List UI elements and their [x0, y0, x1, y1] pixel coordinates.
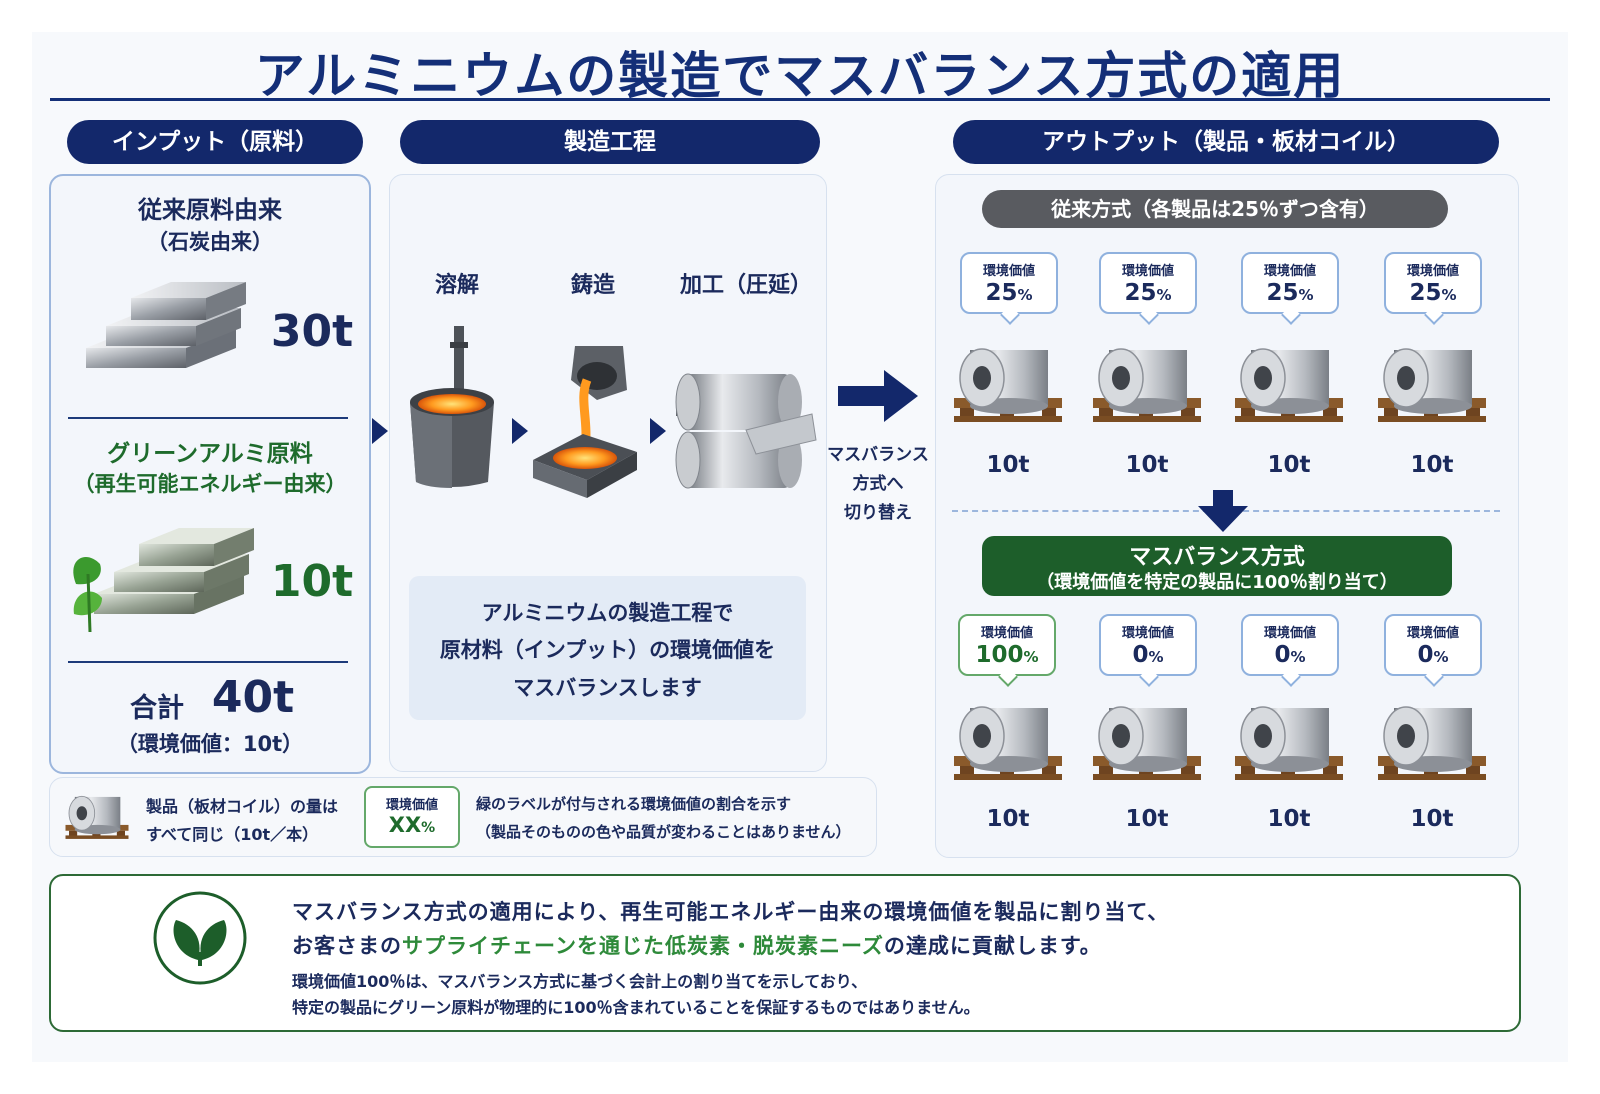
- footer-note-1: 環境価値100％は、マスバランス方式に基づく会計上の割り当てを示しており、: [292, 972, 868, 991]
- value-number: 25%: [1124, 280, 1172, 306]
- coil-icon: [1092, 706, 1202, 781]
- value-number: 25%: [1266, 280, 1314, 306]
- total-amount: 40t: [211, 672, 295, 723]
- value-number: 25%: [1409, 280, 1457, 306]
- title-underline: [50, 98, 1550, 101]
- input-divider-2: [68, 661, 348, 663]
- legend-note-1: 緑のラベルが付与される環境価値の割合を示す: [476, 795, 792, 813]
- header-output: アウトプット（製品・板材コイル）: [953, 120, 1499, 164]
- switch-label-1: マスバランス: [827, 445, 929, 465]
- coil-icon: [953, 348, 1063, 423]
- arrow-input-to-process: [372, 418, 388, 444]
- switch-label-2: 方式へ: [852, 474, 904, 494]
- coil-amount: 10t: [1267, 806, 1311, 832]
- value-label: 環境価値: [1406, 264, 1459, 279]
- conventional-source-label: 従来原料由来: [138, 196, 282, 224]
- footer-note-2: 特定の製品にグリーン原料が物理的に100％含まれていることを保証するものではあり…: [292, 998, 980, 1017]
- value-number: 100%: [975, 642, 1039, 668]
- green-ingot-icon: [73, 528, 254, 633]
- input-divider-1: [68, 417, 348, 419]
- conventional-amount: 30t: [270, 306, 354, 357]
- value-number: 0%: [1274, 642, 1306, 668]
- value-label: 環境価値: [982, 264, 1035, 279]
- process-note-line-1: アルミニウムの製造工程で: [481, 601, 734, 625]
- down-arrow-icon: [1198, 490, 1248, 532]
- casting-ladle-icon: [533, 346, 637, 498]
- process-note-line-2: 原材料（インプット）の環境価値を: [439, 638, 776, 662]
- value-number: 0%: [1132, 642, 1164, 668]
- coil-amount: 10t: [986, 452, 1030, 478]
- value-label: 環境価値: [1263, 626, 1316, 641]
- header-process: 製造工程: [400, 120, 820, 164]
- value-label: 環境価値: [1263, 264, 1316, 279]
- step-casting-label: 鋳造: [570, 273, 615, 298]
- process-note-line-3: マスバランスします: [513, 676, 702, 700]
- switch-arrow-icon: [838, 370, 918, 422]
- massbalance-header: [982, 536, 1452, 596]
- green-source-sub: （再生可能エネルギー由来）: [73, 472, 347, 496]
- total-label: 合計: [130, 693, 184, 724]
- coil-icon: [1377, 706, 1487, 781]
- coil-amount: 10t: [1125, 452, 1169, 478]
- total-note: （環境価値：10t）: [116, 732, 304, 756]
- value-label: 環境価値: [980, 626, 1033, 641]
- legend-panel: [49, 777, 877, 857]
- legend-coil-text-1: 製品（板材コイル）の量は: [146, 797, 339, 816]
- arrow-cast-to-roll: [650, 418, 666, 444]
- green-amount: 10t: [270, 556, 354, 607]
- legend-note-2: （製品そのものの色や品質が変わることはありません）: [476, 823, 851, 841]
- coil-icon: [1234, 706, 1344, 781]
- footer-line-2: お客さまのサプライチェーンを通じた低炭素・脱炭素ニーズの達成に貢献します。: [292, 934, 1102, 958]
- page-title: アルミニウムの製造でマスバランス方式の適用: [254, 47, 1346, 105]
- legend-badge-label: 環境価値: [385, 798, 438, 813]
- value-label: 環境価値: [1406, 626, 1459, 641]
- massbalance-title: マスバランス方式: [1129, 545, 1305, 570]
- legend-coil-text-2: すべて同じ（10t／本）: [146, 825, 319, 844]
- value-number: 25%: [985, 280, 1033, 306]
- coil-amount: 10t: [1410, 452, 1454, 478]
- footer-line-1: マスバランス方式の適用により、再生可能エネルギー由来の環境価値を製品に割り当て、: [292, 900, 1170, 924]
- rolling-mill-icon: [675, 373, 817, 489]
- conventional-source-sub: （石炭由来）: [147, 230, 273, 254]
- step-melting-label: 溶解: [434, 273, 479, 298]
- legend-value-badge: 環境価値 XX%: [364, 786, 460, 848]
- header-input: インプット（原料）: [67, 120, 363, 164]
- massbalance-sub: （環境価値を特定の製品に100％割り当て）: [1036, 572, 1398, 593]
- step-rolling-label: 加工（圧延）: [679, 273, 812, 298]
- process-note-box: [409, 576, 806, 720]
- coil-amount: 10t: [1410, 806, 1454, 832]
- arrow-melt-to-cast: [512, 418, 528, 444]
- coil-icon: [953, 706, 1063, 781]
- value-number: 0%: [1417, 642, 1449, 668]
- leaf-icon: [153, 891, 247, 985]
- coil-amount: 10t: [986, 806, 1030, 832]
- coil-amount: 10t: [1125, 806, 1169, 832]
- footer-box: [49, 874, 1521, 1032]
- switch-label-3: 切り替え: [844, 503, 912, 523]
- input-panel: [49, 174, 371, 774]
- green-source-label: グリーンアルミ原料: [107, 441, 313, 467]
- melting-pot-icon: [410, 326, 494, 488]
- legend-coil-icon: [65, 795, 129, 840]
- coil-amount: 10t: [1267, 452, 1311, 478]
- value-label: 環境価値: [1121, 626, 1174, 641]
- conventional-method-header: 従来方式（各製品は25％ずつ含有）: [982, 190, 1448, 228]
- footer-highlight: サプライチェーンを通じた低炭素・脱炭素ニーズ: [402, 934, 884, 958]
- conventional-ingot-icon: [86, 282, 246, 368]
- coil-icon: [1234, 348, 1344, 423]
- coil-icon: [1377, 348, 1487, 423]
- value-label: 環境価値: [1121, 264, 1174, 279]
- coil-icon: [1092, 348, 1202, 423]
- legend-badge-value: XX%: [388, 813, 436, 837]
